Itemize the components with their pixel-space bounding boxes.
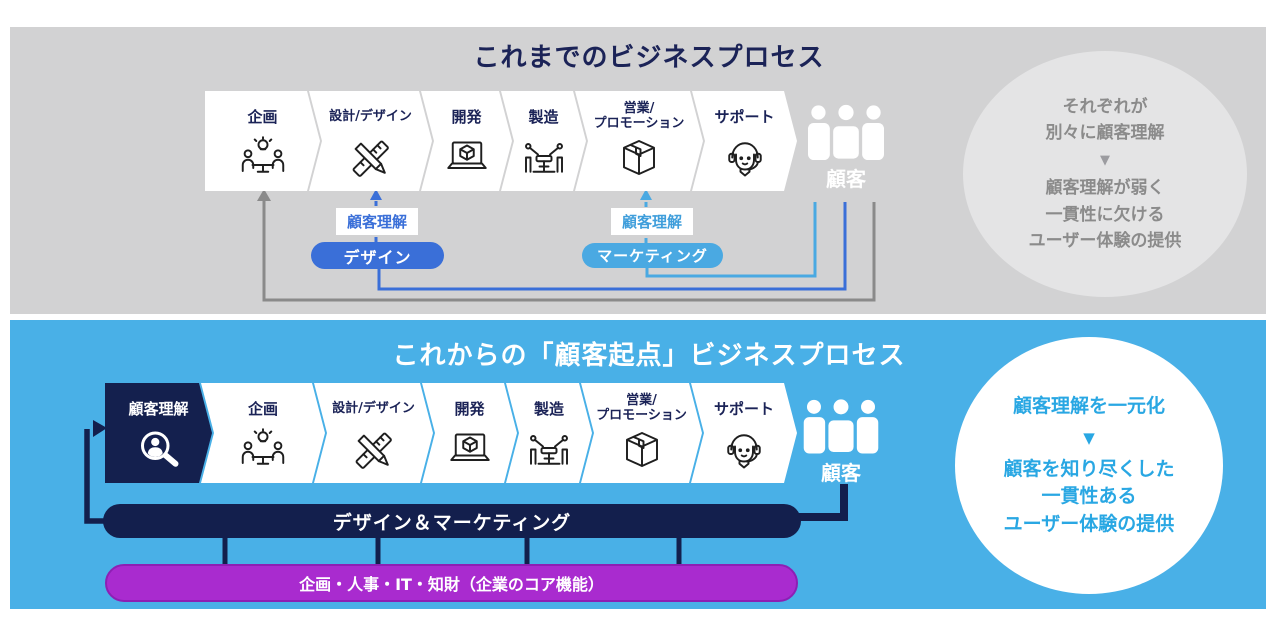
step-label: 営業/ プロモーション xyxy=(593,101,685,131)
summary-text-top: それぞれが 別々に顧客理解 xyxy=(1045,96,1165,143)
future-process-title: これからの「顧客起点」ビジネスプロセス xyxy=(392,341,906,371)
legacy-process-title: これまでのビジネスプロセス xyxy=(473,43,825,73)
step-support: サポート xyxy=(691,383,797,483)
sales-promotion-icon xyxy=(614,135,664,183)
customers-icon xyxy=(800,397,882,454)
down-triangle-icon: ▼ xyxy=(1083,429,1095,448)
step-customer-understanding: 顧客理解 xyxy=(105,383,212,483)
summary-text-top: 顧客理解を一元化 xyxy=(1012,394,1165,417)
step-support: サポート xyxy=(692,91,797,191)
customer-label: 顧客 xyxy=(826,167,866,191)
step-label: 製造 xyxy=(533,399,564,418)
step-design: 設計/デザイン xyxy=(314,383,433,483)
step-label: サポート xyxy=(713,399,774,418)
step-label: 設計/デザイン xyxy=(332,400,415,416)
customer-understanding-tag: 顧客理解 xyxy=(336,208,418,235)
legacy-summary-circle: それぞれが 別々に顧客理解 ▼ 顧客理解が弱く 一貫性に欠ける ユーザー体験の提… xyxy=(963,51,1247,297)
customer-group: 顧客 xyxy=(800,397,882,486)
customer-group: 顧客 xyxy=(804,103,888,192)
marketing-pill: マーケティング xyxy=(582,243,723,268)
step-label: 開発 xyxy=(454,399,485,418)
manufacturing-icon xyxy=(519,135,569,183)
design-icon xyxy=(346,135,396,183)
summary-text-bottom: 顧客理解が弱く 一貫性に欠ける ユーザー体験の提供 xyxy=(1028,178,1182,252)
design-icon xyxy=(349,427,399,475)
core-functions-bar: 企画・人事・IT・知財（企業のコア機能） xyxy=(105,564,798,602)
customer-label: 顧客 xyxy=(821,461,861,485)
step-planning: 企画 xyxy=(205,91,320,191)
step-development: 開発 xyxy=(422,383,517,483)
step-label: 企画 xyxy=(247,399,278,418)
development-icon xyxy=(445,427,495,475)
step-label: 製造 xyxy=(528,107,559,126)
step-sales-promotion: 営業/ プロモーション xyxy=(581,383,702,483)
step-design: 設計/デザイン xyxy=(309,91,432,191)
design-pill: デザイン xyxy=(311,242,444,269)
planning-icon xyxy=(238,427,288,475)
step-sales-promotion: 営業/ プロモーション xyxy=(575,91,703,191)
step-label: 設計/デザイン xyxy=(329,108,412,124)
development-icon xyxy=(442,135,492,183)
support-icon xyxy=(720,135,770,183)
summary-text-bottom: 顧客を知り尽くした 一貫性ある ユーザー体験の提供 xyxy=(1003,457,1175,535)
customer-understanding-icon xyxy=(132,427,186,475)
down-triangle-icon: ▼ xyxy=(1100,153,1110,169)
future-summary-circle: 顧客理解を一元化 ▼ 顧客を知り尽くした 一貫性ある ユーザー体験の提供 xyxy=(955,337,1223,594)
step-label: 企画 xyxy=(247,107,278,126)
step-label: 開発 xyxy=(451,107,482,126)
design-marketing-bar: デザイン＆マーケティング xyxy=(103,504,801,538)
planning-icon xyxy=(238,135,288,183)
customer-understanding-tag: 顧客理解 xyxy=(611,208,693,235)
step-manufacturing: 製造 xyxy=(501,91,586,191)
customers-icon xyxy=(804,103,888,160)
step-planning: 企画 xyxy=(201,383,325,483)
step-label: 顧客理解 xyxy=(128,399,189,418)
step-label: サポート xyxy=(714,107,775,126)
step-label: 営業/ プロモーション xyxy=(596,393,687,423)
sales-promotion-icon xyxy=(617,427,667,475)
legacy-process-row: 企画 設計/デザイン 開発 製造 営業/ プロモーション サポート xyxy=(205,91,797,191)
manufacturing-icon xyxy=(524,427,574,475)
step-development: 開発 xyxy=(421,91,512,191)
step-manufacturing: 製造 xyxy=(506,383,592,483)
support-icon xyxy=(719,427,769,475)
future-process-row: 顧客理解 企画 設計/デザイン 開発 製造 営業/ プロモーション サポート xyxy=(105,383,797,483)
